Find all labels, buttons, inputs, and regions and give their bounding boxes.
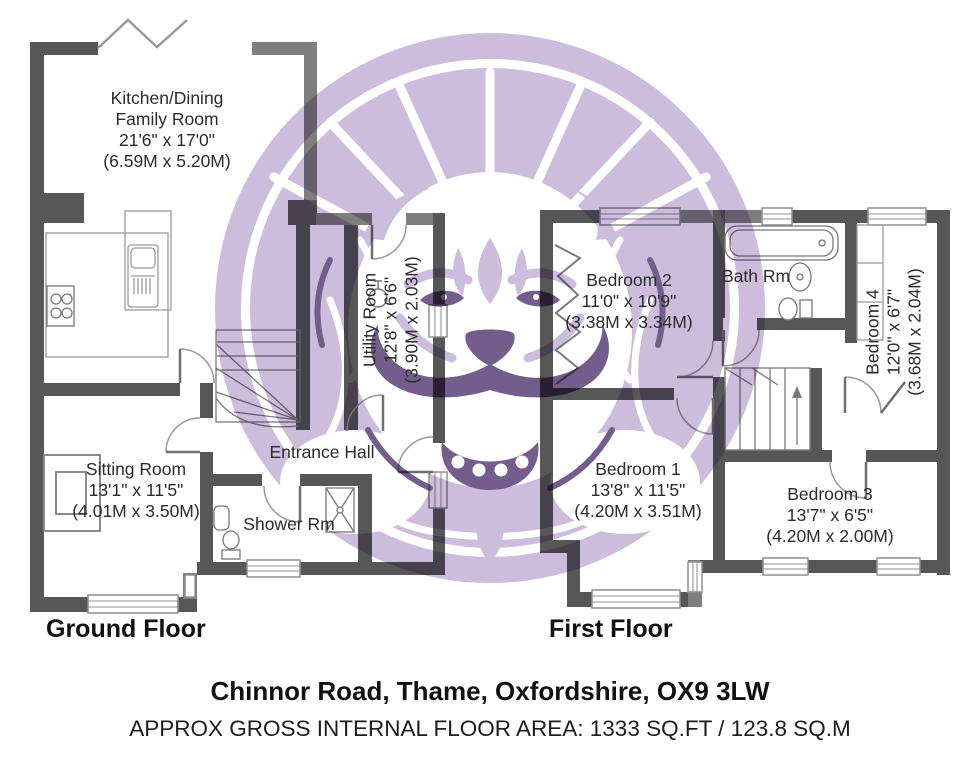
stove-icon xyxy=(46,285,75,327)
room-name: Bedroom 1 xyxy=(595,459,681,479)
room-label-shower: Shower Rm xyxy=(243,514,334,535)
room-label-bedroom4: Bedroom 4 12'0" x 6'7" (3.68M x 2.04M) xyxy=(863,268,926,395)
bedroom4-closet xyxy=(856,224,884,341)
floor-area-subtitle: APPROX GROSS INTERNAL FLOOR AREA: 1333 S… xyxy=(129,716,851,741)
room-label-bedroom1: Bedroom 1 13'8" x 11'5" (4.20M x 3.51M) xyxy=(574,459,701,522)
room-label-bath: Bath Rm xyxy=(722,266,790,287)
room-dims-imperial: 11'0" x 10'9" xyxy=(581,291,677,311)
kitchen-island xyxy=(124,210,172,311)
room-dims-imperial: 13'8" x 11'5" xyxy=(590,480,686,500)
room-name: Entrance Hall xyxy=(269,442,375,462)
ground-floor-label: Ground Floor xyxy=(46,615,206,643)
room-label-bedroom3: Bedroom 3 13'7" x 6'5" (4.20M x 2.00M) xyxy=(766,484,893,547)
room-dims-imperial: 12'8" x 6'6" xyxy=(380,276,401,364)
room-label-sitting: Sitting Room 13'1" x 11'5" (4.01M x 3.50… xyxy=(72,459,199,522)
room-dims-metric: (4.01M x 3.50M) xyxy=(72,501,200,521)
room-dims-imperial: 12'0" x 6'7" xyxy=(883,288,904,376)
room-name: Utility Room xyxy=(359,272,380,368)
room-dims-metric: (3.68M x 2.04M) xyxy=(904,268,925,396)
first-floor-label: First Floor xyxy=(549,615,673,643)
fireplace-icon xyxy=(43,454,101,532)
room-name: Bedroom 2 xyxy=(586,270,672,290)
room-dims-imperial: 13'7" x 6'5" xyxy=(786,505,874,525)
room-dims-metric: (4.20M x 2.00M) xyxy=(766,526,894,546)
sink-icon-ground xyxy=(213,505,230,531)
room-dims-imperial: 21'6" x 17'0" xyxy=(119,130,215,150)
bath-sink-icon xyxy=(788,262,812,292)
room-label-entrance-hall: Entrance Hall xyxy=(269,442,374,463)
room-label-bedroom2: Bedroom 2 11'0" x 10'9" (3.38M x 3.34M) xyxy=(565,270,692,333)
room-name: Bedroom 4 xyxy=(862,289,883,375)
room-dims-imperial: 13'1" x 11'5" xyxy=(88,480,184,500)
toilet-icon-ground xyxy=(221,530,241,560)
room-name: Sitting Room xyxy=(85,459,187,479)
room-name: Shower Rm xyxy=(243,514,335,534)
room-dims-metric: (4.20M x 3.51M) xyxy=(574,501,702,521)
room-name: Kitchen/Dining xyxy=(110,88,224,108)
room-dims-metric: (3.38M x 3.34M) xyxy=(565,312,693,332)
property-address-title: Chinnor Road, Thame, Oxfordshire, OX9 3L… xyxy=(210,676,770,706)
room-dims-metric: (3.90M x 2.03M) xyxy=(401,256,422,384)
room-name: Family Room xyxy=(115,109,219,129)
room-name: Bath Rm xyxy=(721,266,791,286)
room-label-kitchen: Kitchen/Dining Family Room 21'6" x 17'0"… xyxy=(103,88,230,172)
lion-crest-watermark xyxy=(215,33,765,583)
room-name: Bedroom 3 xyxy=(787,484,873,504)
toilet-icon-first xyxy=(778,297,813,321)
kitchen-counter xyxy=(45,232,169,358)
room-dims-metric: (6.59M x 5.20M) xyxy=(103,151,231,171)
room-label-utility: Utility Room 12'8" x 6'6" (3.90M x 2.03M… xyxy=(360,256,423,383)
